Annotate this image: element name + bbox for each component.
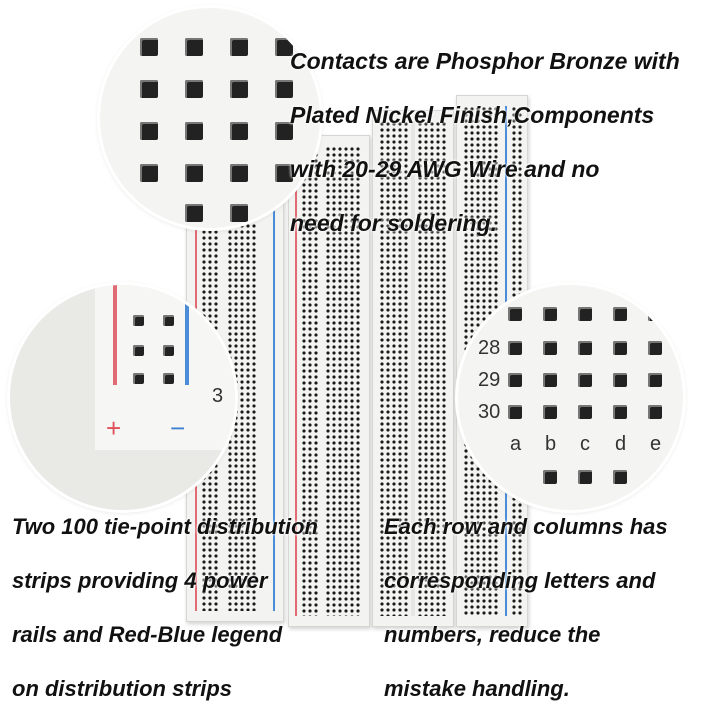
caption-line: Contacts are Phosphor Bronze with <box>290 48 680 74</box>
caption-row-column-labels: Each row and columns has corresponding l… <box>384 500 668 716</box>
partial-row-number: 3 <box>212 385 224 407</box>
column-letter-c: c <box>580 433 590 455</box>
zoom-labels-circle: 28 29 30 a b c d e <box>458 285 683 510</box>
rail-plus-label: + <box>106 413 122 443</box>
row-number-30: 30 <box>478 401 501 423</box>
rail-minus-label: − <box>170 413 186 443</box>
caption-line: mistake handling. <box>384 676 570 701</box>
caption-distribution-strips: Two 100 tie-point distribution strips pr… <box>12 500 318 716</box>
caption-line: on distribution strips <box>12 676 232 701</box>
caption-line: Each row and columns has <box>384 514 668 539</box>
caption-line: numbers, reduce the <box>384 622 601 647</box>
caption-line: strips providing 4 power <box>12 568 268 593</box>
column-letter-a: a <box>510 433 522 455</box>
breadboard-3 <box>372 110 454 627</box>
row-number-28: 28 <box>478 337 501 359</box>
caption-line: need for soldering. <box>290 210 498 236</box>
caption-line: Plated Nickel Finish,Components <box>290 102 655 128</box>
caption-line: Two 100 tie-point distribution <box>12 514 318 539</box>
column-letter-b: b <box>545 433 557 455</box>
breadboard-2 <box>288 135 370 627</box>
row-number-29: 29 <box>478 369 501 391</box>
caption-line: with 20-29 AWG Wire and no <box>290 156 600 182</box>
zoom-contacts-circle <box>100 8 320 228</box>
column-letter-d: d <box>615 433 627 455</box>
caption-line: corresponding letters and <box>384 568 656 593</box>
column-letter-e: e <box>650 433 662 455</box>
zoom-power-rail-circle: + − 3 <box>10 285 235 510</box>
caption-contacts: Contacts are Phosphor Bronze with Plated… <box>290 34 680 250</box>
caption-line: rails and Red-Blue legend <box>12 622 283 647</box>
